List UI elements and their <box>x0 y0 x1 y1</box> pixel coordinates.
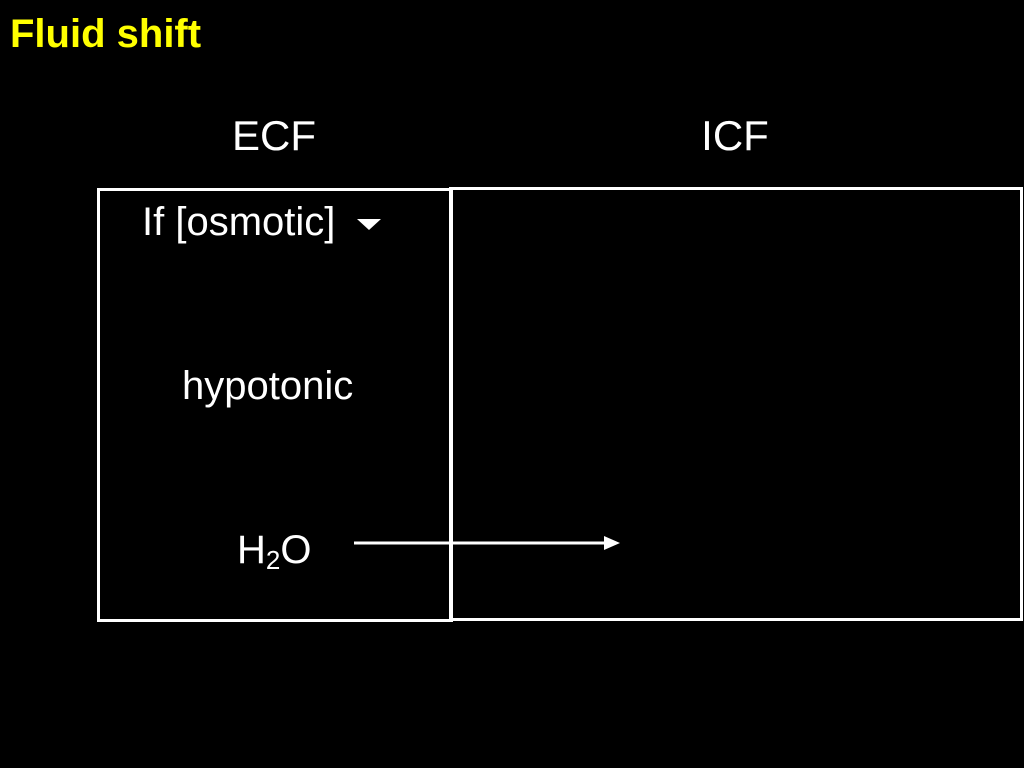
osmotic-condition: If [osmotic] <box>142 198 382 246</box>
page-title: Fluid shift <box>10 12 202 56</box>
water-formula-tail: O <box>280 528 312 572</box>
triangle-down-icon <box>357 218 382 230</box>
ecf-compartment-box <box>97 188 453 622</box>
water-formula-main: H <box>237 528 266 572</box>
osmotic-condition-text: If [osmotic] <box>142 200 336 244</box>
water-formula-subscript: 2 <box>265 545 281 575</box>
icf-column-label: ICF <box>701 112 769 159</box>
tonicity-label: hypotonic <box>182 364 354 408</box>
icf-compartment-box <box>449 187 1023 621</box>
water-formula: H2O <box>237 526 311 574</box>
ecf-column-label: ECF <box>232 112 316 159</box>
